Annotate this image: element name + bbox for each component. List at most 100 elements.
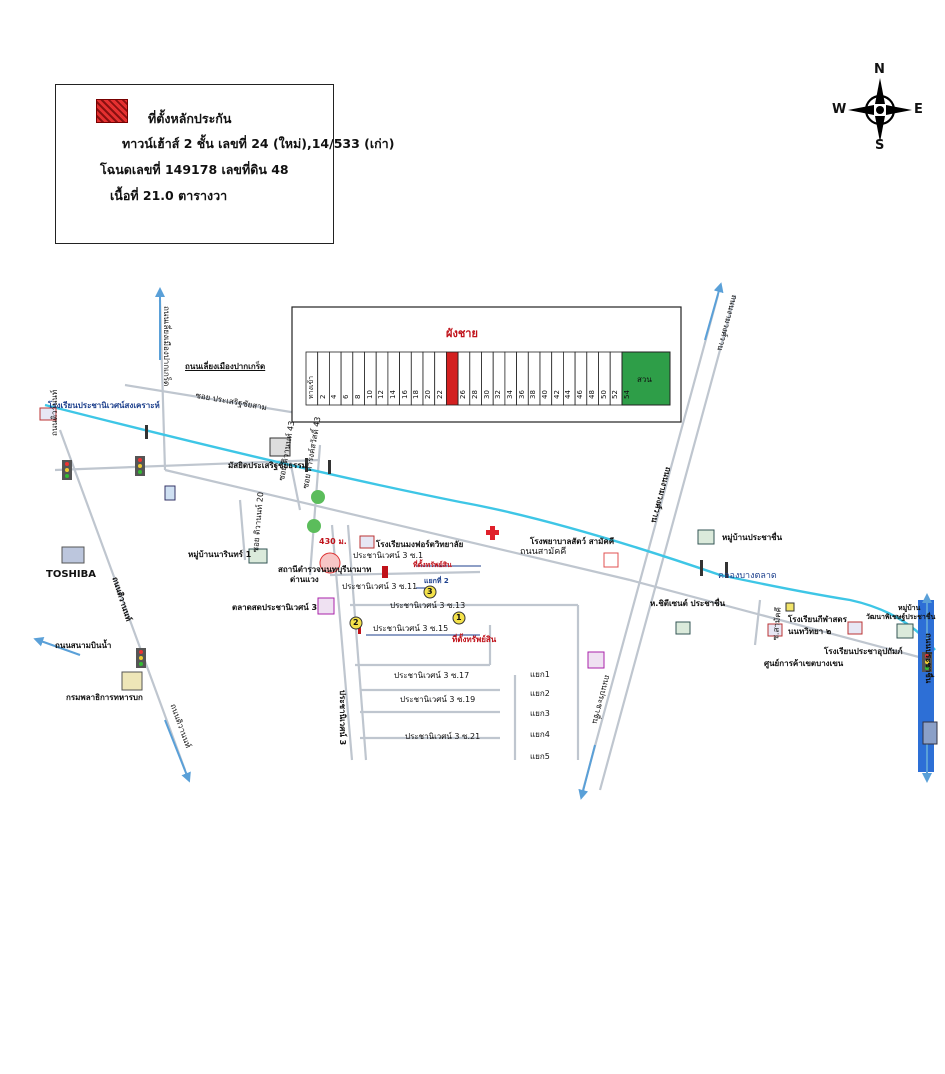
school-right-label: โรงเรียนกีฬาสดร — [788, 615, 847, 624]
soi-3-19-label: ประชานิเวศน์ 3 ซ.19 — [400, 695, 476, 704]
police-label: สถานีตำรวจนนทบุรีนามาท — [278, 565, 372, 574]
building-icon — [922, 721, 938, 745]
site-plan-park-label: สวน — [637, 375, 652, 384]
site-here2-label: ที่ตั้งทรัพย์สิน — [452, 635, 497, 644]
lot-label: 38 — [529, 390, 538, 399]
road-soi-samakkhi — [753, 599, 762, 646]
lot-label: 32 — [494, 390, 503, 399]
roads — [54, 294, 931, 791]
road-samakkhi-east — [629, 578, 931, 662]
lot-label: 22 — [435, 390, 444, 399]
lot-label: 28 — [470, 390, 479, 399]
house-icon — [697, 529, 715, 545]
village-right-label: หมู่บ้าน — [898, 604, 921, 612]
school-icon — [359, 535, 375, 549]
market-label: ตลาดสดประชานิเวศน์ 3 — [232, 603, 318, 612]
village-pracha-label: หมู่บ้านประชาชื่น — [722, 533, 783, 542]
marker-3-icon — [423, 585, 437, 599]
yaek3-label: แยก3 — [530, 709, 550, 718]
house-icon — [248, 548, 268, 564]
lot-label: 18 — [412, 390, 421, 399]
legend-line1: ทาวน์เฮ้าส์ 2 ชั้น เลขที่ 24 (ใหม่),14/5… — [122, 136, 395, 151]
legend-line3: เนื้อที่ 21.0 ตารางวา — [110, 188, 228, 203]
soi-main-label: ประชานิเวศน์ 3 — [338, 690, 347, 746]
road-prachachuen-b-label: ถนนประชาชื่น — [924, 633, 933, 684]
road-pracha3-main-b — [346, 524, 368, 761]
fuel-icon — [164, 485, 176, 501]
road-tiwanon-side-label: ถนนติวานนท์ — [50, 389, 59, 436]
toshiba-label: TOSHIBA — [46, 569, 96, 580]
school-icon — [847, 621, 863, 635]
distance-label: 430 ม. — [319, 537, 347, 546]
road-samakkhi — [164, 468, 631, 582]
legend-title: ที่ตั้งหลักประกัน — [148, 111, 232, 126]
bridges — [145, 425, 728, 578]
numbered-markers — [349, 585, 466, 630]
lot-label: 36 — [517, 390, 526, 399]
yaek4-label: แยก4 — [530, 730, 550, 739]
soi-3-15-label: ประชานิเวศน์ 3 ซ.15 — [373, 624, 449, 633]
building-icon — [121, 671, 143, 691]
factory-icon — [61, 546, 85, 564]
mosque-label: มัสยิดประเสริฐชัยธรรม — [228, 461, 307, 470]
school-icon — [767, 623, 783, 637]
compass-e: E — [914, 102, 923, 117]
road-ngamwongwan-b — [598, 294, 737, 791]
marker-2-icon — [349, 616, 363, 630]
lot-label: 14 — [388, 390, 397, 399]
lot-label: 52 — [611, 390, 620, 399]
arrows — [33, 282, 932, 800]
lot-highlight — [445, 351, 459, 406]
soi-3-13-label: ประชานิเวศน์ 3 ซ.13 — [390, 601, 466, 610]
lot-label: 20 — [424, 390, 432, 399]
police-icon — [319, 552, 341, 574]
house-icon — [896, 623, 914, 639]
aor-tor-kor-label: ห.ชิตีเซนต์ ประชาชื่น — [650, 599, 726, 608]
compass-n: N — [874, 62, 885, 77]
compass-w: W — [832, 102, 847, 117]
flag-icon — [785, 602, 795, 612]
poi-icons — [39, 407, 938, 745]
lot-label: 10 — [365, 390, 374, 399]
hospital-label: โรงพยาบาลสัตว์ สามัคคี — [530, 537, 615, 546]
site-plan-title: ผังชาย — [446, 327, 478, 340]
marker-1-label: 1 — [456, 613, 462, 622]
yaek5-label: แยก5 — [530, 752, 550, 761]
mosque-icon — [269, 437, 291, 457]
marker-2-label: 2 — [353, 618, 359, 627]
lot-label: 40 — [541, 390, 549, 399]
hospital-box — [603, 552, 619, 568]
site-here-label: ที่ตั้งทรัพย์สิน — [413, 561, 452, 569]
road-tiwanon — [58, 429, 187, 771]
legend-box: ที่ตั้งหลักประกัน ทาวน์เฮ้าส์ 2 ชั้น เลข… — [55, 84, 394, 244]
lot-label: 48 — [587, 390, 596, 399]
marker-3-label: 3 — [427, 587, 433, 596]
legend-swatch-icon — [96, 99, 128, 123]
lot-label: 6 — [342, 394, 351, 399]
hospital-cross-icon — [486, 526, 499, 540]
lot-label: ทางเข้า — [307, 375, 315, 399]
school-sangkhroh-label: โรงเรียนประชานิเวศน์สงเคราะห์ — [48, 401, 160, 410]
lot-label: 2 — [318, 394, 327, 399]
lot-label: 44 — [564, 390, 573, 399]
road-left-top-label: ถนนเลี่ยงเมืองปากเกร็ด — [162, 306, 171, 387]
soi-3-21-label: ประชานิเวศน์ 3 ซ.21 — [405, 732, 481, 741]
police2-label: ด่านแวง — [290, 575, 319, 584]
yaek2-label: แยก2 — [530, 689, 550, 698]
soi-3-17-label: ประชานิเวศน์ 3 ซ.17 — [394, 671, 470, 680]
traffic-light-icons — [62, 456, 932, 672]
lot-label: 34 — [505, 390, 514, 399]
lot-label: 46 — [576, 390, 585, 399]
compass-s: S — [875, 138, 885, 153]
road-samakkhi-label: ถนนสามัคคี — [520, 547, 567, 557]
arrow-west — [33, 636, 81, 656]
road-ngamwongwan — [581, 294, 720, 791]
lot-label: 30 — [482, 390, 491, 399]
site-marker — [382, 566, 388, 578]
center-label: ศูนย์การค้าเขตบางเขน — [764, 659, 844, 668]
legend-line2: โฉนดเลขที่ 149178 เลขที่ดิน 48 — [100, 162, 289, 177]
road-soi1 — [329, 570, 481, 577]
canal-label: คลองบางตลาด — [718, 571, 777, 581]
village-right2-label: วัฒนาพิเชษฐ์ประชาชื่น — [866, 613, 936, 621]
